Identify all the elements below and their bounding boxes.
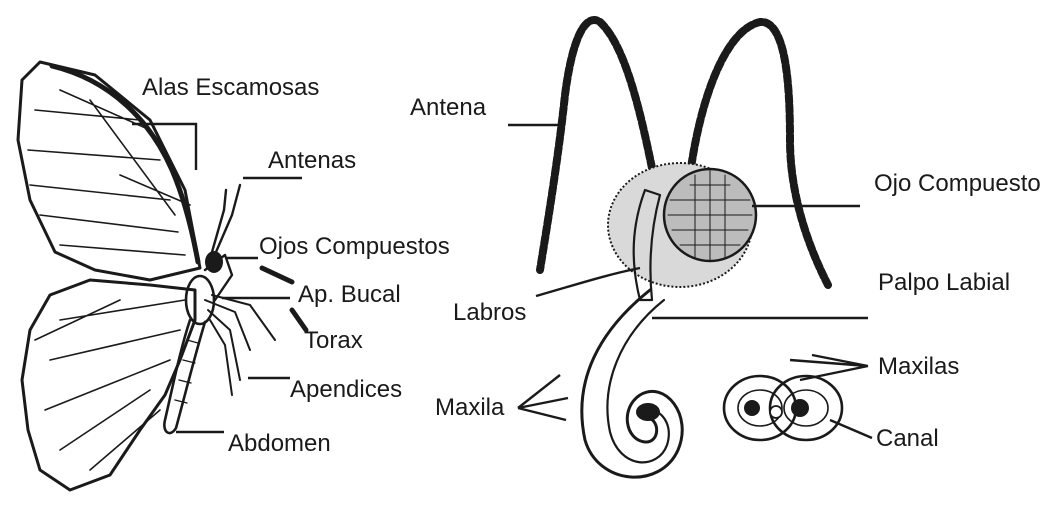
label-antenas: Antenas <box>268 147 356 174</box>
label-ap-bucal: Ap. Bucal <box>298 281 401 308</box>
label-canal: Canal <box>876 425 939 452</box>
label-palpo-labial: Palpo Labial <box>878 269 1010 296</box>
label-abdomen: Abdomen <box>228 430 331 457</box>
label-maxila: Maxila <box>435 394 505 421</box>
left-labels: Alas Escamosas Antenas Ojos Compuestos A… <box>142 74 450 457</box>
label-torax: Torax <box>304 327 363 354</box>
label-ojo-compuesto: Ojo Compuesto <box>874 170 1041 197</box>
label-maxilas: Maxilas <box>878 353 959 380</box>
label-ojos-compuestos: Ojos Compuestos <box>259 233 450 260</box>
label-labros: Labros <box>453 299 526 326</box>
moth-head-drawing <box>540 20 842 477</box>
label-antena: Antena <box>410 94 487 121</box>
butterfly-drawing <box>18 62 275 490</box>
label-apendices: Apendices <box>290 376 402 403</box>
label-alas-escamosas: Alas Escamosas <box>142 74 319 101</box>
